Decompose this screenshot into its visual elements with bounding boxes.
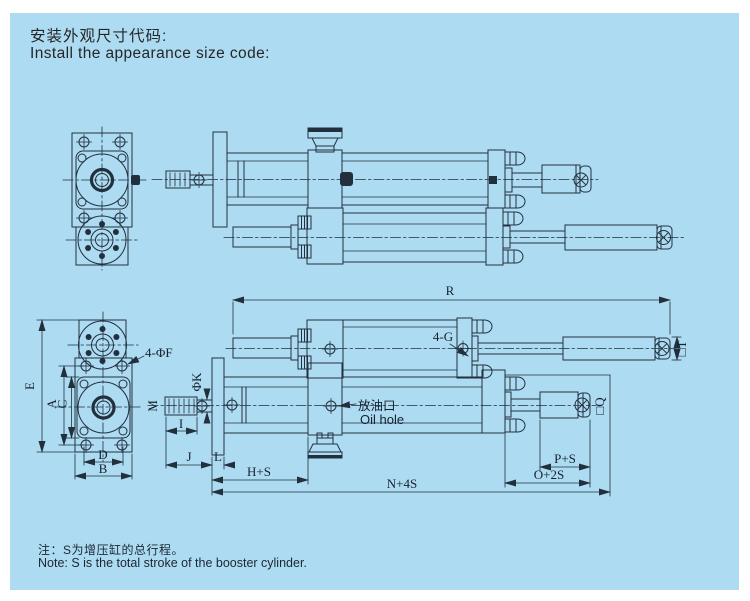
annotation-oil-hole-zh: 放油口 xyxy=(358,398,396,413)
dim-label-h-plus-s: H+S xyxy=(247,464,271,479)
dim-label-m: M xyxy=(145,400,160,412)
dim-label-a: A xyxy=(44,399,59,409)
dim-label-phi-k: ΦK xyxy=(189,372,204,392)
tie-rod-nut xyxy=(504,151,526,166)
front-view-lower-dimensioned: E A C D B 4-ΦF xyxy=(22,311,173,480)
tie-rod-nut xyxy=(471,319,493,334)
bolt-hole xyxy=(76,210,92,226)
side-view-main-cylinder-top xyxy=(151,127,599,228)
dim-label-c: C xyxy=(55,400,70,409)
side-view-booster-assembly-dimensioned: R □T 4-G xyxy=(225,283,689,379)
annotation-oil-hole-en: Oil hole xyxy=(360,412,404,427)
port-hole xyxy=(224,397,240,413)
dim-label-4-phi-f: 4-ΦF xyxy=(145,345,173,360)
port-fitting xyxy=(340,172,353,186)
port-hole xyxy=(322,341,338,357)
footnote-chinese: 注：S为增压缸的总行程。 xyxy=(38,543,185,557)
mid-block xyxy=(306,207,344,265)
dim-label-4g: 4-G xyxy=(433,329,453,344)
dim-label-i: I xyxy=(179,416,183,431)
page-title-chinese: 安装外观尺寸代码: xyxy=(30,28,168,45)
head-block xyxy=(485,207,504,266)
dim-label-j: J xyxy=(186,449,191,464)
dim-label-q: □Q xyxy=(592,397,607,415)
dim-label-o-plus-2s: O+2S xyxy=(534,467,564,482)
mid-block xyxy=(307,362,343,436)
port-hole-4g xyxy=(455,340,471,357)
rod-end xyxy=(574,397,590,413)
front-view-upper xyxy=(62,126,147,271)
tie-rod-nut xyxy=(504,418,526,433)
footnote-english: Note: S is the total stroke of the boost… xyxy=(38,556,307,570)
tie-rod-nut xyxy=(502,211,524,226)
dim-label-l: L xyxy=(214,449,222,464)
bolt-hole xyxy=(112,134,128,150)
side-view-main-assembly-dimensioned: 放油口 Oil hole M ΦK I J L H+S xyxy=(145,357,611,497)
tie-rod-nut xyxy=(502,249,524,264)
mid-block xyxy=(307,149,343,209)
dim-label-e: E xyxy=(22,382,37,390)
oil-hole-port xyxy=(323,398,339,414)
bolt-hole xyxy=(114,358,130,374)
head-block xyxy=(481,369,506,434)
booster-cylinder xyxy=(539,391,579,419)
tie-rod-nut xyxy=(297,244,312,259)
threaded-rod-end xyxy=(164,396,198,416)
page-title-english: Install the appearance size code: xyxy=(30,45,270,62)
dim-label-t: □T xyxy=(674,341,689,357)
dim-label-r: R xyxy=(446,283,455,298)
side-fitting xyxy=(131,175,140,185)
tie-rod-nut xyxy=(297,215,312,230)
tie-rod-nut xyxy=(504,194,526,209)
dim-label-n-plus-4s: N+4S xyxy=(387,476,417,491)
tie-rod-nut xyxy=(297,328,312,343)
bolt-hole xyxy=(114,437,130,453)
bolt-hole xyxy=(112,210,128,226)
dim-label-b: B xyxy=(99,461,108,476)
dim-label-d: D xyxy=(98,447,107,462)
bolt-hole xyxy=(76,134,92,150)
head-block xyxy=(456,317,473,379)
side-view-booster-cylinder-top xyxy=(223,207,687,266)
dim-label-p-plus-s: P+S xyxy=(554,451,576,466)
tie-rod-nut xyxy=(504,376,526,391)
mounting-flange xyxy=(211,357,225,456)
